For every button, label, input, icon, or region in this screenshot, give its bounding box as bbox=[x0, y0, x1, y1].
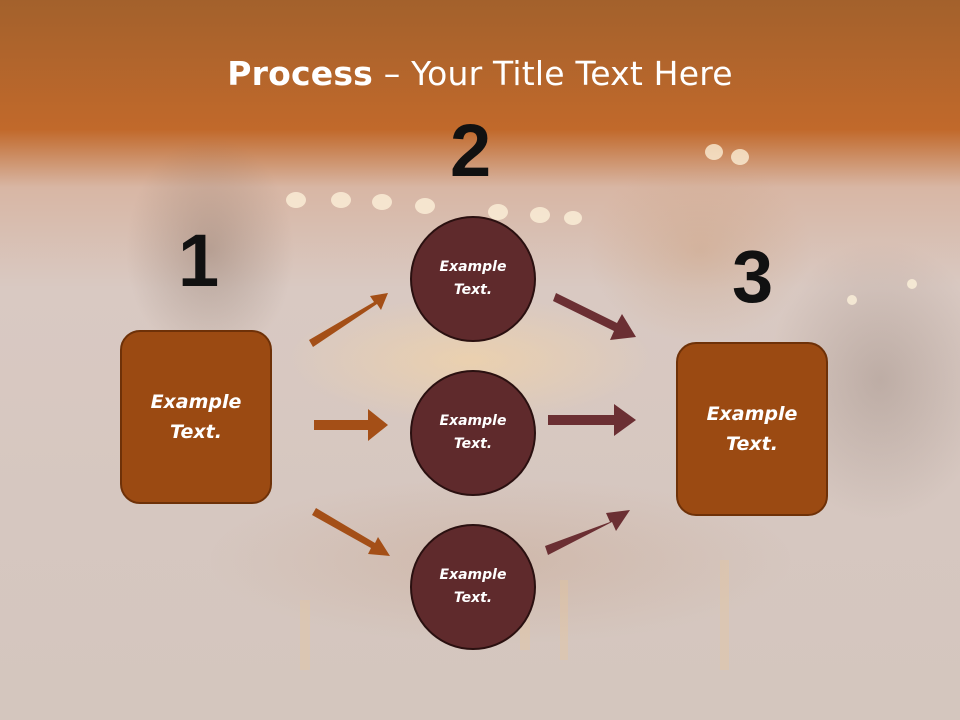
step-2-circle-middle: Example Text. bbox=[410, 370, 536, 496]
step-2-circle-bottom-text: Example Text. bbox=[439, 567, 507, 606]
arrow-right-up-icon bbox=[309, 293, 388, 347]
step-number-2: 2 bbox=[450, 109, 492, 192]
arrow-right-icon bbox=[548, 404, 636, 436]
step-1-box-text: Example Text. bbox=[150, 391, 242, 443]
title-bold: Process bbox=[227, 54, 374, 93]
step-2-circle-top-text: Example Text. bbox=[439, 259, 507, 298]
arrow-right-down-icon bbox=[553, 293, 636, 340]
step-3-box-text: Example Text. bbox=[706, 403, 798, 455]
step-2-circle-top: Example Text. bbox=[410, 216, 536, 342]
arrow-right-icon bbox=[314, 409, 388, 441]
arrow-right-down-icon bbox=[312, 508, 390, 556]
step-number-3: 3 bbox=[732, 235, 774, 318]
slide-title: Process – Your Title Text Here bbox=[0, 54, 960, 93]
step-2-circle-middle-text: Example Text. bbox=[439, 413, 507, 452]
arrow-right-up-icon bbox=[545, 510, 630, 555]
step-number-1: 1 bbox=[178, 219, 220, 302]
step-2-circle-bottom: Example Text. bbox=[410, 524, 536, 650]
step-3-box: Example Text. bbox=[676, 342, 828, 516]
title-rest: – Your Title Text Here bbox=[373, 54, 733, 93]
step-1-box: Example Text. bbox=[120, 330, 272, 504]
